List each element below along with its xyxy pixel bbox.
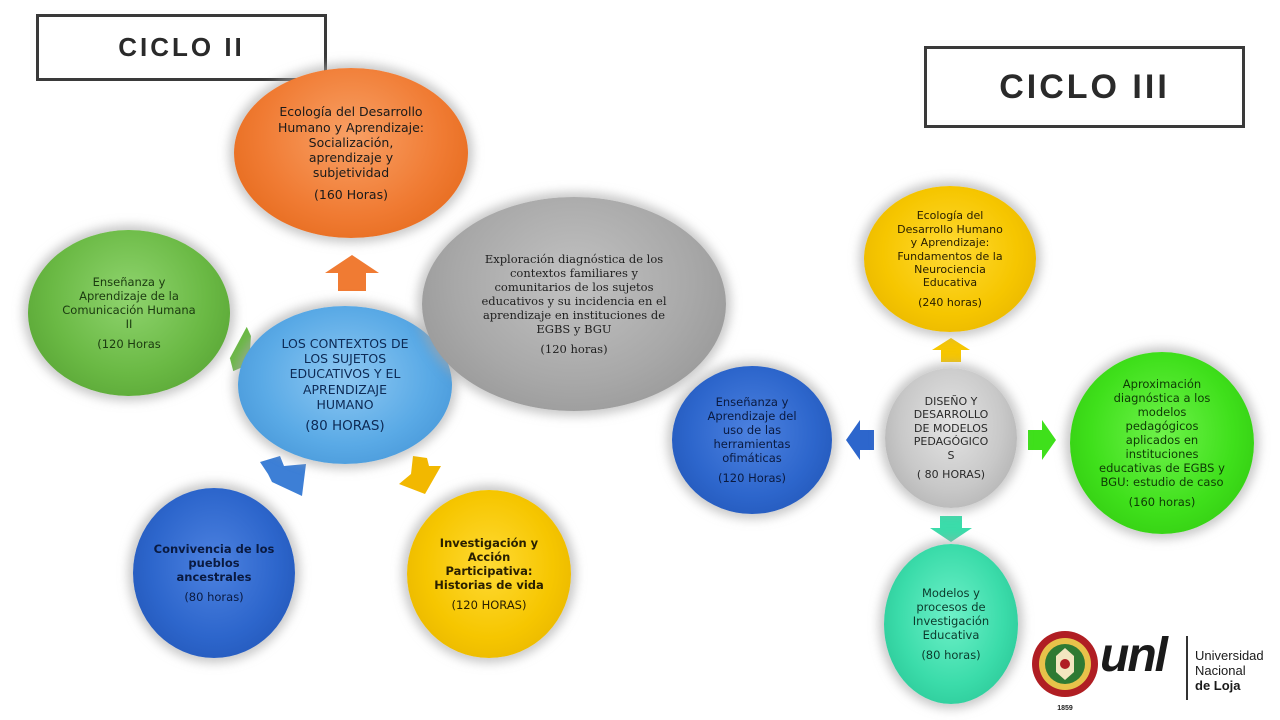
logo-name-line2: Nacional [1195,663,1246,678]
node-diseno-desarrollo-modelos: DISEÑO Y DESARROLLO DE MODELOS PEDAGÓGIC… [885,368,1017,508]
logo-name-line3: de Loja [1195,678,1241,693]
seal-year: 1859 [1057,705,1073,712]
node-ecologia-desarrollo-humano: Ecología del Desarrollo Humano y Aprendi… [234,68,468,238]
arrow-right-icon [1028,420,1056,460]
node-label: Enseñanza y Aprendizaje del uso de las h… [707,394,797,466]
node-ecologia-neurociencia-educativa: Ecología del Desarrollo Humano y Aprendi… [864,186,1036,332]
node-hours: (160 horas) [1128,495,1196,510]
node-label: DISEÑO Y DESARROLLO DE MODELOS PEDAGÓGIC… [913,394,989,462]
node-label: Convivencia de los pueblos ancestrales [153,541,275,584]
arrow-up-icon [932,338,970,362]
node-modelos-investigacion-educativa: Modelos y procesos de Investigación Educ… [884,544,1018,704]
node-ensenanza-herramientas-ofimaticas: Enseñanza y Aprendizaje del uso de las h… [672,366,832,514]
node-hours: ( 80 HORAS) [916,468,986,482]
node-hours: (80 horas) [921,648,981,663]
node-label: Ecología del Desarrollo Humano y Aprendi… [897,209,1003,290]
node-label: Modelos y procesos de Investigación Educ… [912,585,990,643]
node-hours: (120 Horas) [717,471,787,486]
ciclo-ii-title: CICLO II [118,32,245,62]
node-label: Ecología del Desarrollo Humano y Aprendi… [277,104,425,181]
ciclo-ii-title-box: CICLO II [36,14,327,81]
logo-divider [1186,636,1188,700]
node-label: LOS CONTEXTOS DE LOS SUJETOS EDUCATIVOS … [281,335,409,412]
node-hours: (120 horas) [540,342,608,357]
node-label: Aproximación diagnóstica a los modelos p… [1099,376,1225,490]
node-hours: (80 HORAS) [305,418,385,435]
node-investigacion-accion-participativa: Investigación y Acción Participativa: Hi… [407,490,571,658]
node-label: Enseñanza y Aprendizaje de la Comunicaci… [62,274,196,332]
node-exploracion-diagnostica: Exploración diagnóstica de los contextos… [422,197,726,411]
node-aproximacion-diagnostica-modelos: Aproximación diagnóstica a los modelos p… [1070,352,1254,534]
node-convivencia-pueblos-ancestrales: Convivencia de los pueblos ancestrales (… [133,488,295,658]
node-hours: (120 Horas [97,337,161,352]
unl-logo-mark: unl [1100,629,1168,682]
arrow-up-icon [325,255,379,291]
node-hours: (240 horas) [918,295,982,309]
arrow-down-right-icon [399,456,441,494]
node-hours: (120 HORAS) [451,598,527,613]
arrow-down-icon [930,516,972,542]
node-label: Investigación y Acción Participativa: Hi… [434,535,544,593]
node-label: Exploración diagnóstica de los contextos… [481,251,667,337]
node-ensenanza-comunicacion-humana: Enseñanza y Aprendizaje de la Comunicaci… [28,230,230,396]
logo-name-line1: Universidad [1195,648,1264,663]
university-seal-icon: 1859 [1032,631,1098,712]
node-hours: (160 Horas) [314,186,388,202]
ciclo-iii-title-box: CICLO III [924,46,1245,128]
node-hours: (80 horas) [184,590,244,605]
node-contextos-sujetos-educativos: LOS CONTEXTOS DE LOS SUJETOS EDUCATIVOS … [238,306,452,464]
arrow-left-icon [846,420,874,460]
ciclo-iii-title: CICLO III [999,67,1170,106]
arrow-down-left-icon [260,456,306,496]
